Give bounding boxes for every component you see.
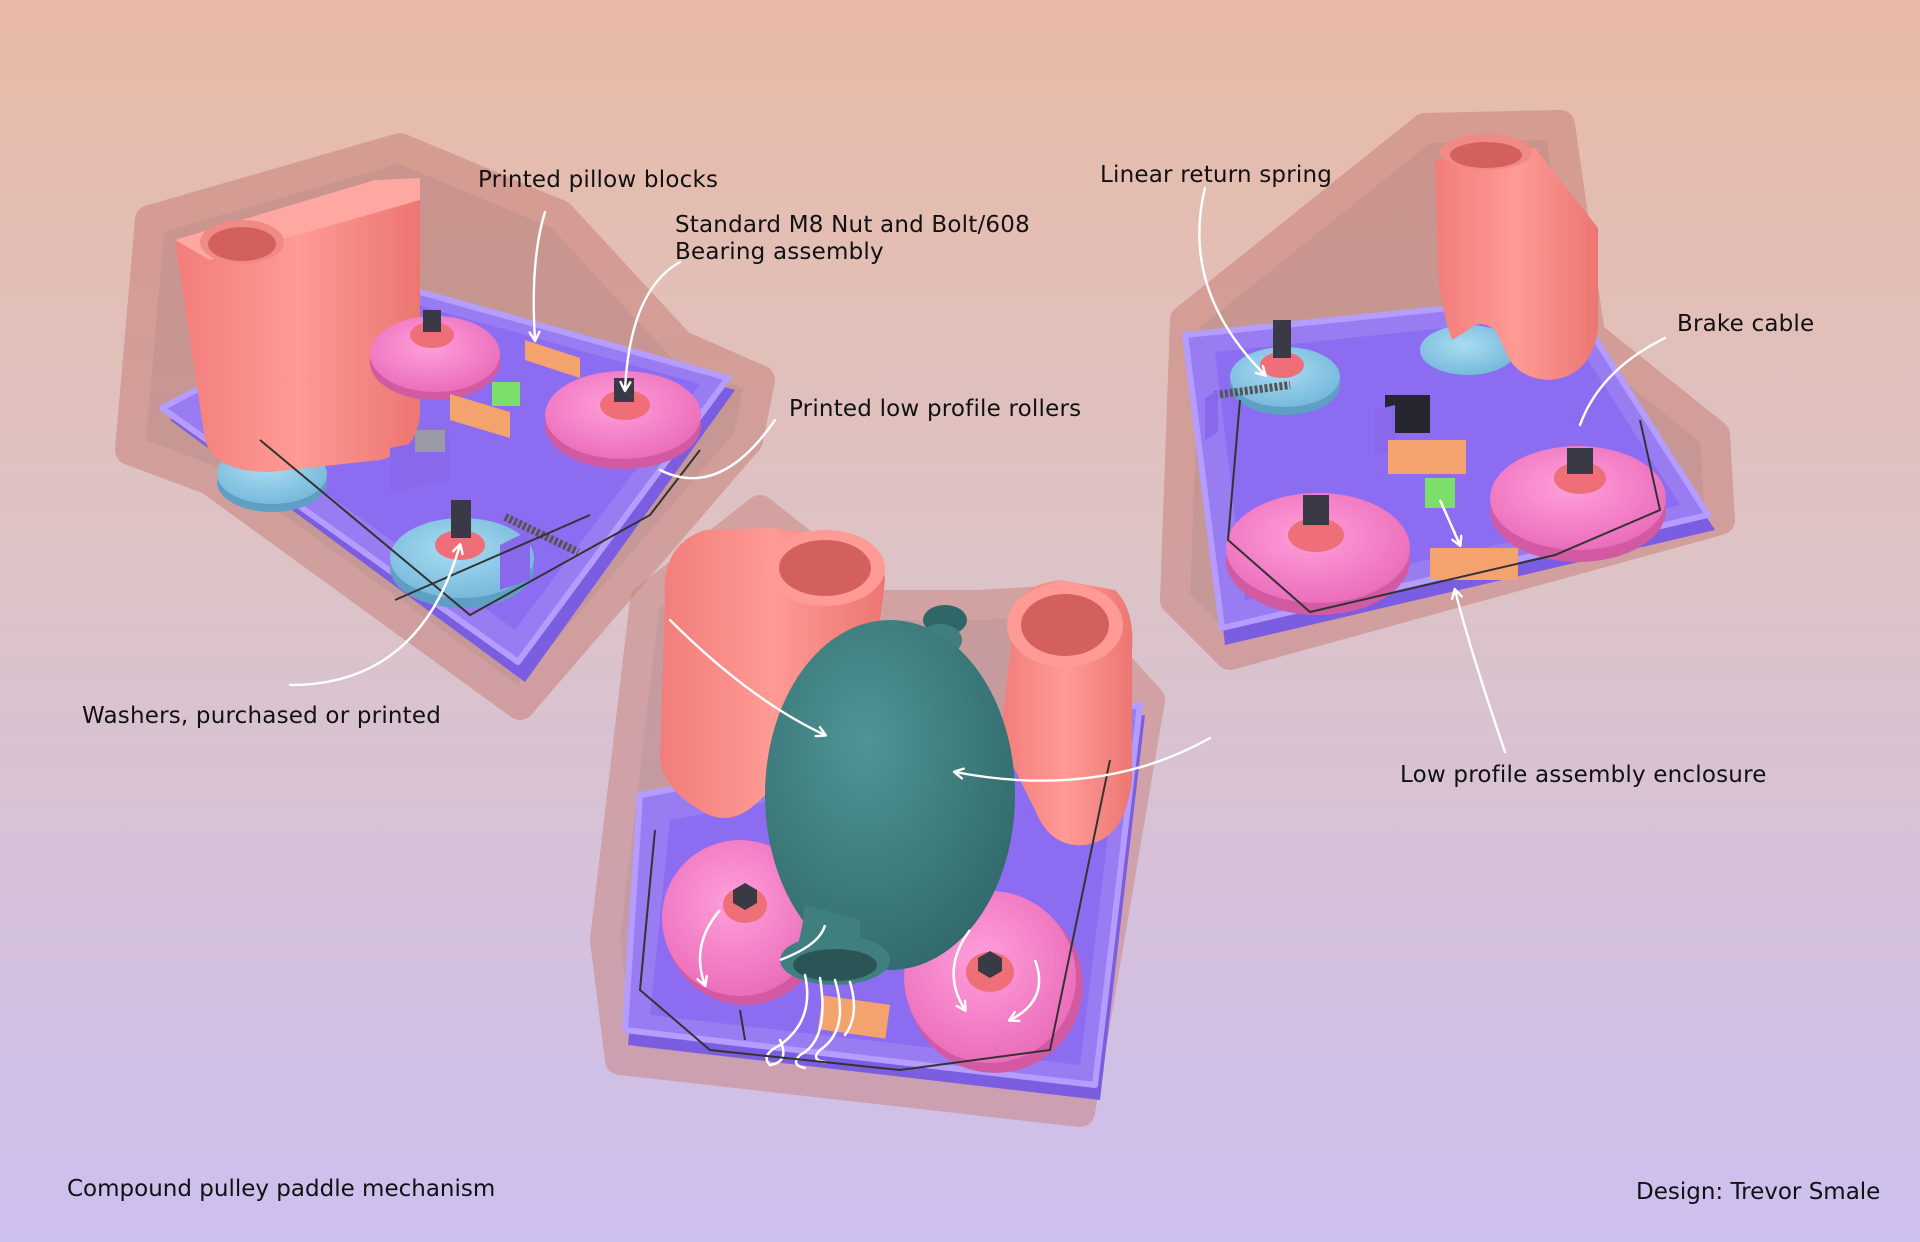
left-spring <box>503 513 580 556</box>
spring-leader <box>1198 186 1265 375</box>
left-green-block <box>492 382 520 406</box>
washers-leader <box>288 545 460 687</box>
label-printed-low-profile-rollers: Printed low profile rollers <box>789 396 1082 422</box>
annotation-lines <box>288 186 1667 782</box>
label-low-profile-enclosure: Low profile assembly enclosure <box>1400 762 1767 788</box>
center-left-arrow <box>668 618 825 735</box>
right-spring <box>1214 381 1291 399</box>
pillow-blocks-leader <box>534 210 547 340</box>
right-pink-roller-right <box>1490 446 1666 562</box>
enclosure-leader <box>1455 590 1507 754</box>
label-washers: Washers, purchased or printed <box>82 703 442 729</box>
left-assembly <box>115 133 775 720</box>
rollers-leader <box>658 418 777 480</box>
right-green-block <box>1425 478 1455 508</box>
label-printed-pillow-blocks: Printed pillow blocks <box>478 167 719 193</box>
center-paddle-right <box>1000 580 1133 846</box>
right-pink-roller-left <box>1226 493 1410 615</box>
design-credit: Design: Trevor Smale <box>1636 1179 1881 1205</box>
right-paddle <box>1420 134 1598 380</box>
figure-title: Compound pulley paddle mechanism <box>67 1176 496 1202</box>
left-pink-roller-top <box>370 310 500 400</box>
right-assembly <box>1160 110 1735 670</box>
center-right-arrow <box>955 736 1212 782</box>
center-paddle-left <box>660 528 885 818</box>
right-pillow-block <box>1430 548 1518 580</box>
label-linear-return-spring: Linear return spring <box>1100 162 1333 188</box>
left-pillow-block <box>525 340 580 378</box>
center-assembly <box>590 495 1165 1127</box>
left-paddle <box>175 178 420 472</box>
left-pink-roller-right <box>545 371 701 469</box>
nut-bolt-leader <box>625 260 682 390</box>
label-nut-bolt-bearing: Standard M8 Nut and Bolt/608 Bearing ass… <box>675 212 1030 265</box>
brake-cable-leader <box>1578 336 1667 427</box>
label-brake-cable: Brake cable <box>1677 311 1815 337</box>
left-pillow-block <box>450 394 510 438</box>
center-bulb <box>765 605 1015 985</box>
right-pillow-block <box>1388 440 1466 474</box>
